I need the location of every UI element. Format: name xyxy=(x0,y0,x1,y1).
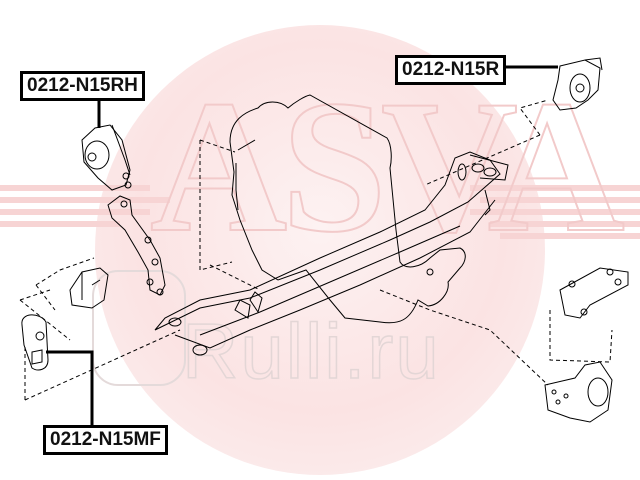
crossmember xyxy=(154,151,509,356)
bracket-left-drawing xyxy=(69,267,109,309)
bracket-right-drawing xyxy=(559,267,629,319)
mount-r-drawing xyxy=(552,57,603,111)
mount-mf-drawing xyxy=(21,314,49,371)
mount-lower-right-drawing xyxy=(544,361,613,423)
callout-0212-n15mf[interactable]: 0212-N15MF xyxy=(43,425,168,455)
watermark-stripes xyxy=(0,185,640,245)
guide-lines xyxy=(19,99,613,401)
watermark-brand: ASVA xyxy=(149,62,626,272)
engine-block xyxy=(229,94,466,324)
mount-rh-drawing xyxy=(81,124,132,191)
bracket-rh-drawing xyxy=(107,195,166,296)
callout-0212-n15rh[interactable]: 0212-N15RH xyxy=(20,71,145,101)
leader-lines xyxy=(46,65,558,425)
watermark-site: Rulli.ru xyxy=(181,307,441,395)
callout-0212-n15r[interactable]: 0212-N15R xyxy=(395,55,507,85)
watermark-logo-icon xyxy=(92,270,186,386)
watermark-circle xyxy=(95,25,545,475)
